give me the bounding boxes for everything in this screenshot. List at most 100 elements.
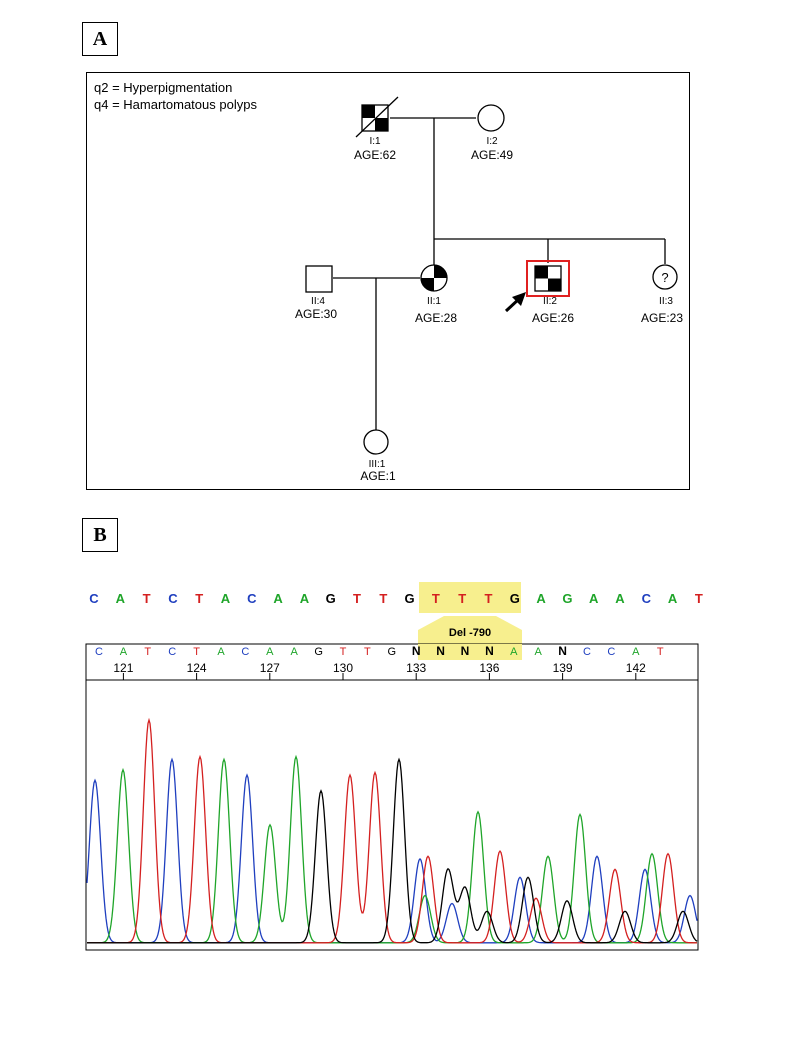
id-label-i1: I:1 xyxy=(369,136,381,147)
pedigree-lines xyxy=(333,117,666,430)
read-base-call: C xyxy=(95,646,103,658)
pedigree-chart xyxy=(86,72,690,490)
position-label: 124 xyxy=(187,661,207,675)
individual-i2: I:2 AGE:49 xyxy=(471,104,513,162)
reference-base: G xyxy=(326,591,336,606)
read-base-call: A xyxy=(510,646,518,658)
reference-base: T xyxy=(353,591,361,606)
age-label-ii2: AGE:26 xyxy=(532,311,574,325)
position-label: 130 xyxy=(333,661,353,675)
age-label-i1: AGE:62 xyxy=(354,148,396,162)
read-base-call: N xyxy=(558,644,567,658)
individual-ii4: II:4 AGE:30 xyxy=(295,265,337,321)
reference-highlight xyxy=(419,582,521,613)
id-label-ii4: II:4 xyxy=(311,296,325,307)
deletion-label: Del -790 xyxy=(449,627,491,639)
read-base-call: A xyxy=(291,646,299,658)
position-label: 139 xyxy=(553,661,573,675)
individual-ii1: II:1 AGE:28 xyxy=(415,264,457,325)
reference-base: T xyxy=(379,591,387,606)
read-base-call: C xyxy=(241,646,249,658)
reference-base: A xyxy=(273,591,283,606)
panel-a-label: A xyxy=(82,22,118,56)
individual-ii2-proband: II:2 AGE:26 xyxy=(504,260,574,325)
reference-base: A xyxy=(116,591,126,606)
reference-base: T xyxy=(695,591,703,606)
reference-base: T xyxy=(143,591,151,606)
individual-i1: I:1 AGE:62 xyxy=(354,96,399,162)
trace-T xyxy=(87,717,697,944)
read-base-call: G xyxy=(314,646,323,658)
legend-line-q4: q4 = Hamartomatous polyps xyxy=(94,97,257,112)
read-base-call: A xyxy=(535,646,543,658)
read-base-call: T xyxy=(657,646,664,658)
read-base-call: T xyxy=(144,646,151,658)
reference-base: A xyxy=(668,591,678,606)
position-label: 121 xyxy=(113,661,133,675)
position-label: 133 xyxy=(406,661,426,675)
individual-iii1: III:1 AGE:1 xyxy=(360,429,396,483)
reference-base: G xyxy=(562,591,572,606)
read-base-call: N xyxy=(461,644,470,658)
age-label-ii3: AGE:23 xyxy=(641,311,683,325)
trace-G xyxy=(87,757,698,944)
reference-base: T xyxy=(432,591,440,606)
panel-b-letter: B xyxy=(93,523,107,546)
id-label-iii1: III:1 xyxy=(369,459,386,470)
reference-base: C xyxy=(89,591,99,606)
id-label-ii2: II:2 xyxy=(543,296,557,307)
id-label-ii3: II:3 xyxy=(659,296,673,307)
reference-base: C xyxy=(642,591,652,606)
read-base-call: C xyxy=(583,646,591,658)
deceased-slash xyxy=(355,96,399,138)
read-base-call: A xyxy=(632,646,640,658)
position-label: 136 xyxy=(479,661,499,675)
id-label-ii1: II:1 xyxy=(427,296,441,307)
read-base-call: A xyxy=(120,646,128,658)
reference-base: A xyxy=(615,591,625,606)
reference-base: T xyxy=(195,591,203,606)
reference-base: C xyxy=(168,591,178,606)
read-base-call: N xyxy=(436,644,445,658)
age-label-iii1: AGE:1 xyxy=(360,469,396,483)
panel-b-label: B xyxy=(82,518,118,552)
read-base-call: N xyxy=(412,644,421,658)
fluorescence-traces xyxy=(86,717,698,944)
reference-base: G xyxy=(510,591,520,606)
read-base-call: T xyxy=(340,646,347,658)
reference-base: C xyxy=(247,591,257,606)
read-base-call: T xyxy=(364,646,371,658)
id-label-i2: I:2 xyxy=(486,136,498,147)
reference-base: A xyxy=(221,591,231,606)
read-base-call: T xyxy=(193,646,200,658)
proband-highlight-box xyxy=(526,260,570,297)
age-label-ii1: AGE:28 xyxy=(415,311,457,325)
read-base-call: C xyxy=(168,646,176,658)
reference-base: A xyxy=(536,591,546,606)
unknown-status-mark: ? xyxy=(661,270,668,285)
position-label: 142 xyxy=(626,661,646,675)
read-base-call: G xyxy=(388,646,397,658)
position-label: 127 xyxy=(260,661,280,675)
read-base-call: A xyxy=(217,646,225,658)
position-axis: 121 124 127 130 133 136 139 142 xyxy=(113,661,646,680)
proband-arrow-icon xyxy=(504,292,526,313)
reference-base: G xyxy=(405,591,415,606)
deletion-callout xyxy=(418,616,522,644)
read-base-call: C xyxy=(607,646,615,658)
reference-base: T xyxy=(458,591,466,606)
age-label-i2: AGE:49 xyxy=(471,148,513,162)
reference-base: A xyxy=(589,591,599,606)
panel-a-letter: A xyxy=(92,27,108,50)
individual-ii3: ? II:3 AGE:23 xyxy=(641,264,683,325)
reference-base: T xyxy=(485,591,493,606)
trace-frame xyxy=(85,643,699,951)
legend-line-q2: q2 = Hyperpigmentation xyxy=(94,80,232,95)
read-highlight xyxy=(418,644,522,660)
reference-base: A xyxy=(300,591,310,606)
read-base-call: N xyxy=(485,644,494,658)
read-base-call: A xyxy=(266,646,274,658)
